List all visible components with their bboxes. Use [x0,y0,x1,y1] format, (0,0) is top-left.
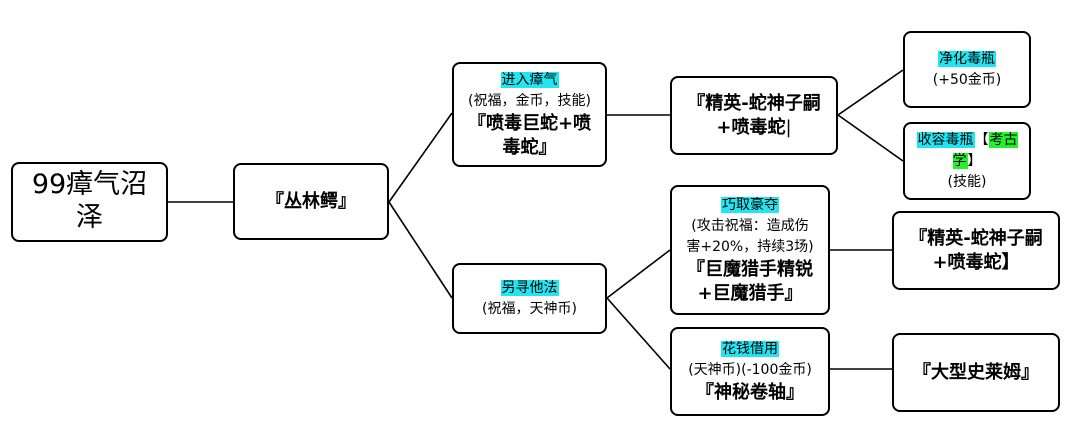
root-node: 99瘴气沼 泽 [11,162,168,242]
connector-other-to-borrow [606,297,671,370]
steal-option-text: 巧取豪夺 [721,196,779,213]
other-way-option-text: 另寻他法 [500,279,559,296]
enter-elite-line2-text: +喷毒蛇 [716,116,786,138]
collect-option-text: 收容毒瓶 [916,131,975,148]
steal-enemy-line2: +巨魔猎手』 [697,282,803,304]
enter-elite-line2: +喷毒蛇| [716,116,791,140]
enter-miasma-enemy-line2: 毒蛇』 [502,136,557,158]
connector-crocodile-to-other [388,201,453,299]
steal-elite-line2: +喷毒蛇】 [932,251,1020,273]
crocodile-node: 『丛林鳄』 [233,163,389,240]
collect-bracket-open: 【 [974,131,989,148]
borrow-option: 花钱借用 [721,339,779,360]
borrow-node: 花钱借用 (天神币)(-100金币) 『神秘卷轴』 [670,327,830,416]
slime-label: 『大型史莱姆』 [913,361,1039,383]
connector-elite-to-collect [837,114,904,162]
other-way-node: 另寻他法 (祝福，天神币) [452,263,607,334]
purify-option-text: 净化毒瓶 [938,50,996,67]
borrow-enemy: 『神秘卷轴』 [696,381,804,403]
enter-miasma-option: 进入瘴气 [500,70,559,91]
other-way-option: 另寻他法 [500,278,559,299]
purify-reward: (+50金币) [932,71,1002,88]
connector-elite-to-purify [837,69,904,116]
root-label-line2: 泽 [76,202,103,233]
enter-miasma-node: 进入瘴气 (祝福，金币，技能) 『喷毒巨蛇+喷 毒蛇』 [452,62,607,167]
enter-elite-line1: 『精英-蛇神子嗣 [687,92,821,114]
collect-option: 收容毒瓶【考古学】 [905,130,1029,172]
enter-miasma-option-text: 进入瘴气 [500,71,559,88]
collect-reward: (技能) [947,173,987,190]
connector-crocodile-to-enter [388,112,453,203]
other-way-rewards: (祝福，天神币) [482,300,577,317]
steal-desc-line2: 害+20%，持续3场) [686,238,814,255]
crocodile-label: 『丛林鳄』 [266,190,356,212]
slime-node: 『大型史莱姆』 [892,333,1060,412]
root-label-line1: 99瘴气沼 [31,169,148,201]
steal-elite-node: 『精英-蛇神子嗣 +喷毒蛇】 [892,211,1060,290]
purify-option: 净化毒瓶 [938,49,996,70]
steal-option: 巧取豪夺 [721,195,779,216]
borrow-option-text: 花钱借用 [721,340,779,357]
steal-enemy-line1: 『巨魔猎手精锐 [687,258,813,280]
connector-other-to-steal [606,249,671,299]
enter-miasma-enemy-line1: 『喷毒巨蛇+喷 [467,112,592,134]
collect-bracket-close: 】 [967,152,982,169]
enter-elite-node: 『精英-蛇神子嗣 +喷毒蛇| [670,76,838,155]
collect-node: 收容毒瓶【考古学】 (技能) [903,122,1031,200]
enter-elite-line2-tail: | [785,116,792,138]
purify-node: 净化毒瓶 (+50金币) [903,31,1031,108]
steal-node: 巧取豪夺 (攻击祝福：造成伤 害+20%，持续3场) 『巨魔猎手精锐 +巨魔猎手… [670,185,830,315]
enter-miasma-rewards: (祝福，金币，技能) [468,92,591,109]
steal-elite-line1: 『精英-蛇神子嗣 [909,227,1043,249]
steal-desc-line1: (攻击祝福：造成伤 [691,217,809,234]
borrow-cost: (天神币)(-100金币) [688,361,812,378]
